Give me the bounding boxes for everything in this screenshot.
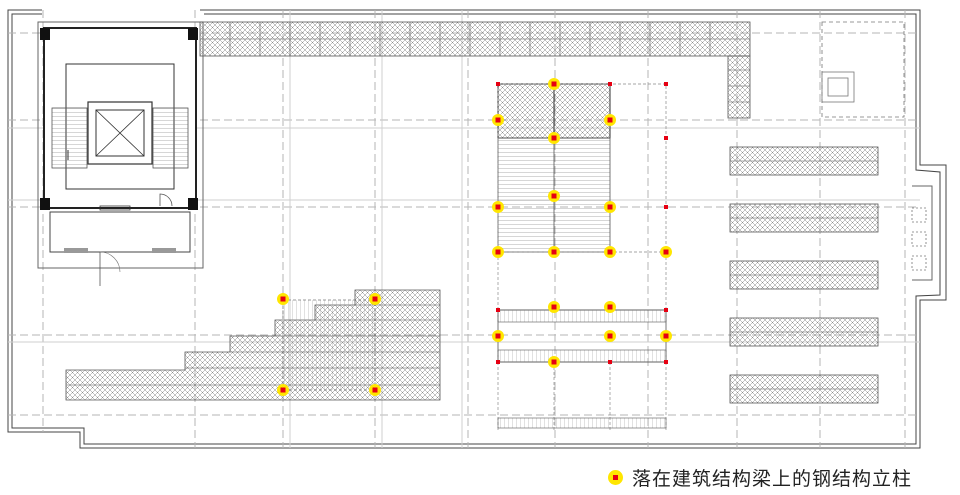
steel-column-marker [369, 293, 381, 305]
pavilion-post [608, 82, 612, 86]
column-marker-core [607, 249, 613, 255]
top-tile-row [199, 21, 751, 119]
column-marker-core [280, 296, 286, 302]
steel-column-marker [548, 246, 560, 258]
column-marker-core [495, 117, 501, 123]
column-marker-core [607, 304, 613, 310]
column-marker-core [607, 333, 613, 339]
pavilion-post [496, 360, 500, 364]
stair-core [37, 21, 204, 286]
steel-column-marker [548, 190, 560, 202]
column-marker-core [495, 333, 501, 339]
column-marker-core [663, 249, 669, 255]
pavilion-post [664, 136, 668, 140]
legend-label: 落在建筑结构梁上的钢结构立柱 [632, 467, 913, 490]
roof-vent [821, 21, 905, 118]
pavilion-post [664, 308, 668, 312]
stepped-seating [65, 289, 441, 401]
steel-column-marker [660, 330, 672, 342]
central-pavilion [497, 83, 667, 253]
pavilion-post [664, 360, 668, 364]
column-marker-core [551, 135, 557, 141]
pavilion-post [496, 308, 500, 312]
column-marker-core [551, 304, 557, 310]
steel-column-markers [277, 78, 672, 396]
column-marker-core [372, 296, 378, 302]
steel-column-marker [369, 384, 381, 396]
column-marker-core [495, 204, 501, 210]
steel-column-legend-icon [608, 469, 623, 485]
column-marker-core [607, 117, 613, 123]
column-marker-core [607, 204, 613, 210]
steel-column-marker [548, 301, 560, 313]
steel-column-marker [492, 330, 504, 342]
column-marker-core [280, 387, 286, 393]
right-planter-rows [729, 146, 927, 404]
steel-column-marker [277, 384, 289, 396]
steel-column-marker [660, 246, 672, 258]
steel-column-marker [492, 114, 504, 126]
steel-column-marker [548, 356, 560, 368]
pavilion-post [608, 360, 612, 364]
column-marker-core [663, 333, 669, 339]
steel-column-marker [604, 246, 616, 258]
pavilion-post [664, 82, 668, 86]
steel-column-marker [548, 132, 560, 144]
steel-column-marker [604, 114, 616, 126]
legend: 落在建筑结构梁上的钢结构立柱 [608, 464, 912, 490]
steel-column-marker [277, 293, 289, 305]
column-marker-core [495, 249, 501, 255]
column-marker-core [372, 387, 378, 393]
column-marker-core [551, 249, 557, 255]
steel-column-marker [548, 78, 560, 90]
steel-column-marker [604, 301, 616, 313]
pavilion-post [664, 205, 668, 209]
column-marker-core [551, 81, 557, 87]
column-marker-core [551, 359, 557, 365]
steel-column-marker [492, 246, 504, 258]
pavilion-post [496, 82, 500, 86]
lower-pavilion [497, 252, 667, 430]
outer-walls [7, 9, 947, 449]
steel-column-marker [604, 201, 616, 213]
steel-column-marker [492, 201, 504, 213]
column-marker-core [551, 193, 557, 199]
steel-column-marker [604, 330, 616, 342]
